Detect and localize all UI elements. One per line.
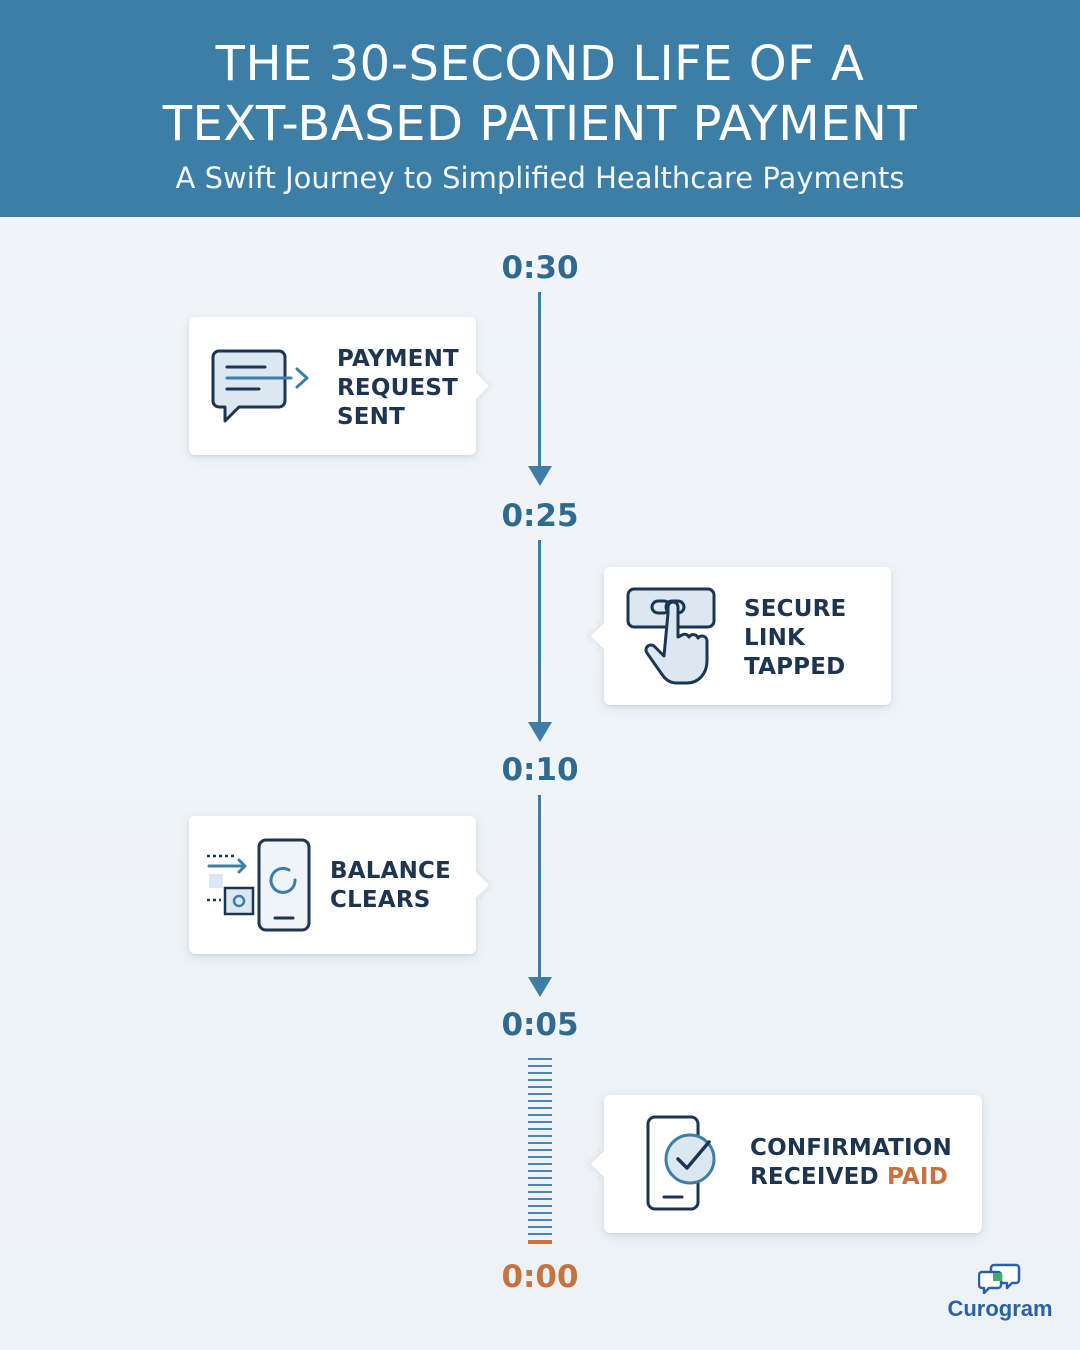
chat-bubble-arrow-icon	[211, 349, 309, 423]
time-label-0-05: 0:05	[501, 1007, 579, 1043]
phone-checkmark-icon	[646, 1115, 716, 1211]
step-card-balance-clears: BALANCE CLEARS	[189, 816, 490, 954]
timeline-arrowhead-2	[528, 722, 552, 742]
time-label-0-00: 0:00	[501, 1259, 579, 1295]
timeline-arrowhead-3	[528, 977, 552, 997]
step-3-label-line-1: BALANCE	[330, 858, 452, 884]
page-subtitle: A Swift Journey to Simplified Healthcare…	[175, 161, 905, 195]
hand-tap-link-icon	[626, 587, 716, 685]
time-label-0-10: 0:10	[501, 752, 579, 788]
step-1-label-line-2: REQUEST	[337, 375, 459, 401]
page-title-line-2: TEXT-BASED PATIENT PAYMENT	[162, 96, 918, 152]
step-2-label-line-2: LINK	[744, 625, 806, 651]
time-label-0-30: 0:30	[501, 250, 579, 286]
step-2-label-line-3: TAPPED	[744, 654, 846, 680]
page-title-line-1: THE 30-SECOND LIFE OF A	[215, 36, 865, 92]
logo-text: Curogram	[947, 1296, 1053, 1321]
timeline-segment-3	[538, 795, 541, 978]
step-1-label-line-1: PAYMENT	[337, 346, 459, 372]
paid-highlight: PAID	[886, 1164, 948, 1190]
chat-bubbles-logo-icon	[978, 1263, 1021, 1294]
step-3-label-line-2: CLEARS	[330, 887, 431, 913]
step-card-confirmation: CONFIRMATION RECEIVED PAID	[590, 1095, 982, 1233]
time-label-0-25: 0:25	[501, 498, 579, 534]
step-4-label-received: RECEIVED	[750, 1164, 887, 1190]
step-1-label-line-3: SENT	[337, 404, 406, 430]
timeline-arrowhead-1	[528, 466, 552, 486]
timeline-dashed-segment	[528, 1058, 552, 1246]
header-banner: THE 30-SECOND LIFE OF A TEXT-BASED PATIE…	[0, 0, 1080, 217]
timeline-segment-1	[538, 292, 541, 470]
step-4-label-line-2: RECEIVED PAID	[750, 1163, 952, 1192]
step-2-label-line-1: SECURE	[744, 596, 847, 622]
step-card-payment-request: PAYMENT REQUEST SENT	[189, 317, 490, 455]
timeline-dashed-end	[528, 1240, 552, 1244]
phone-processing-icon	[207, 838, 311, 932]
timeline-segment-2	[538, 540, 541, 724]
step-4-label-line-1: CONFIRMATION	[750, 1135, 953, 1161]
step-card-secure-link: SECURE LINK TAPPED	[590, 567, 891, 705]
curogram-logo: Curogram	[940, 1262, 1060, 1322]
